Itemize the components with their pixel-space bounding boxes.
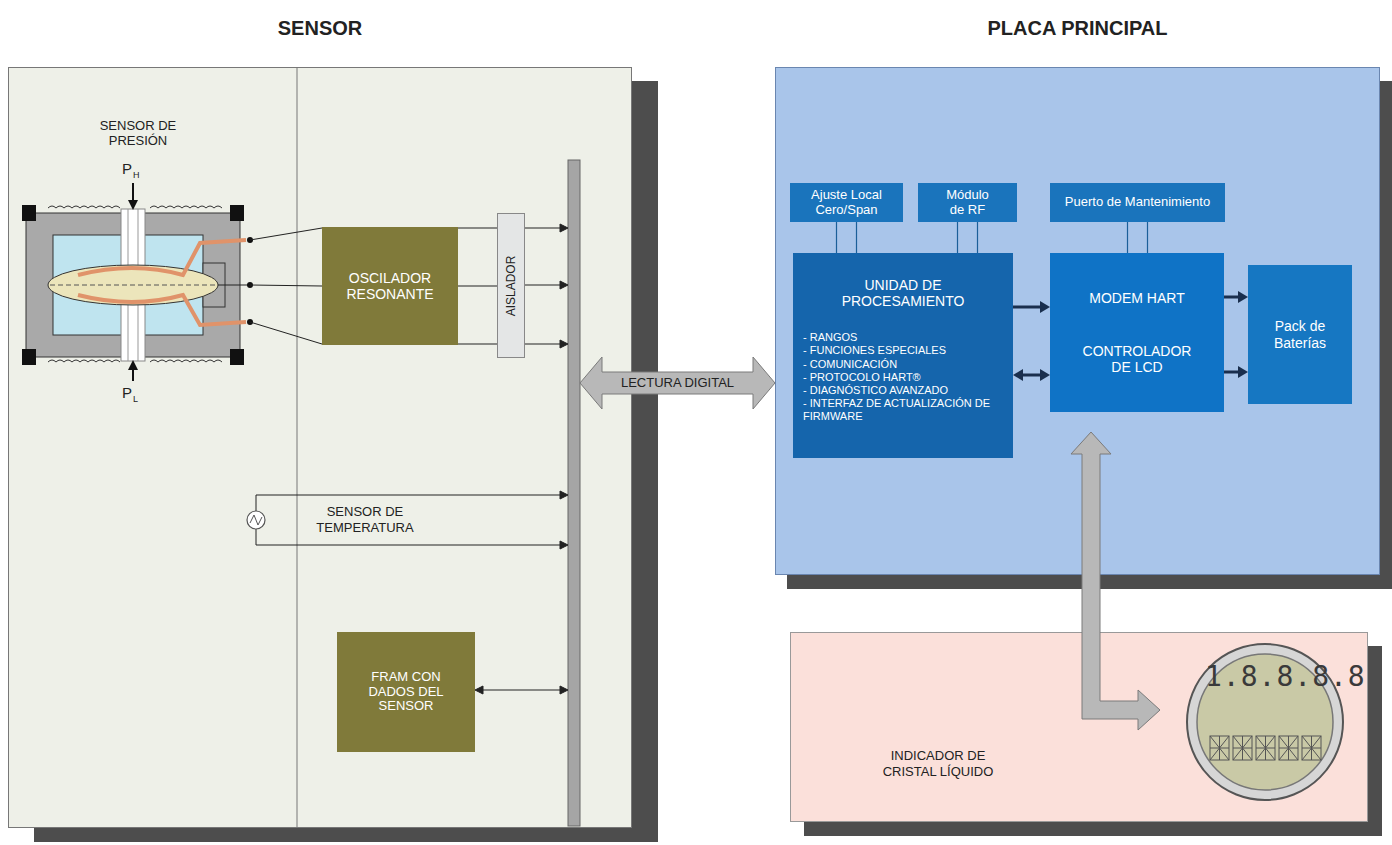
list-item: - PROTOCOLO HART® [803,371,1003,384]
list-item: - FUNCIONES ESPECIALES [803,344,1003,357]
pressure-symbol: H [133,170,140,181]
box-text: Ajuste Local Cero/Span [794,188,899,218]
panel-title: SENSOR [8,17,632,40]
process-box: UNIDAD DE PROCESAMIENTO - RANGOS- FUNCION… [793,253,1013,458]
process-box: AISLADOR [497,213,525,358]
temperature-symbol [247,511,265,529]
panel-label: INDICADOR DE CRISTAL LÍQUIDO [868,748,1008,779]
box-title: UNIDAD DE PROCESAMIENTO [828,277,978,309]
list-item: - INTERFAZ DE ACTUALIZACIÓN DE FIRMWARE [803,397,1003,423]
isolator-text: AISLADOR [504,255,518,316]
process-box: FRAM CON DADOS DEL SENSOR [337,632,475,752]
box-text: CONTROLADOR DE LCD [1077,343,1197,375]
display-digits: 1.8.8.8.8 [1205,660,1325,694]
panel: PLACA PRINCIPALAjuste Local Cero/SpanMód… [775,67,1380,575]
list-item: - DIAGNÓSTICO AVANZADO [803,384,1003,397]
panel-background [8,67,632,828]
list-item: - COMUNICACIÓN [803,358,1003,371]
sensor-heading: SENSOR DE PRESIÓN [73,119,203,149]
panel: SENSORSENSOR DE PRESIÓNOSCILADOR RESONAN… [8,67,632,828]
list-item: - RANGOS [803,331,1003,344]
lcd-display-drawing [1187,644,1343,800]
box-text: OSCILADOR RESONANTE [326,270,454,302]
sensor-label: SENSOR DE TEMPERATURA [290,504,440,535]
divider-line [297,67,298,828]
process-box: Puerto de Mantenimiento [1050,183,1225,222]
box-list: - RANGOS- FUNCIONES ESPECIALES- COMUNICA… [803,331,1003,423]
process-box: OSCILADOR RESONANTE [322,227,458,345]
bus-bar [568,160,580,826]
pressure-symbol: L [133,394,138,405]
process-box: Pack de Baterías [1248,265,1352,404]
box-text: Pack de Baterías [1252,318,1348,350]
box-text: Puerto de Mantenimiento [1065,195,1210,210]
sensor-group: SENSOR DE PRESIÓN [18,115,258,405]
process-box: Ajuste Local Cero/Span [790,183,903,222]
box-text: MODEM HART [1089,290,1184,306]
process-box: MODEM HART CONTROLADOR DE LCD [1050,253,1224,412]
edge-label: LECTURA DIGITAL [619,375,736,391]
pressure-sensor-drawing [22,183,250,381]
pressure-symbol: P [122,384,132,402]
box-text: FRAM CON DADOS DEL SENSOR [366,670,446,715]
panel-title: PLACA PRINCIPAL [775,17,1380,40]
pressure-symbol: P [122,160,132,178]
box-text: Módulo de RF [938,188,998,218]
process-box: Módulo de RF [918,183,1017,222]
